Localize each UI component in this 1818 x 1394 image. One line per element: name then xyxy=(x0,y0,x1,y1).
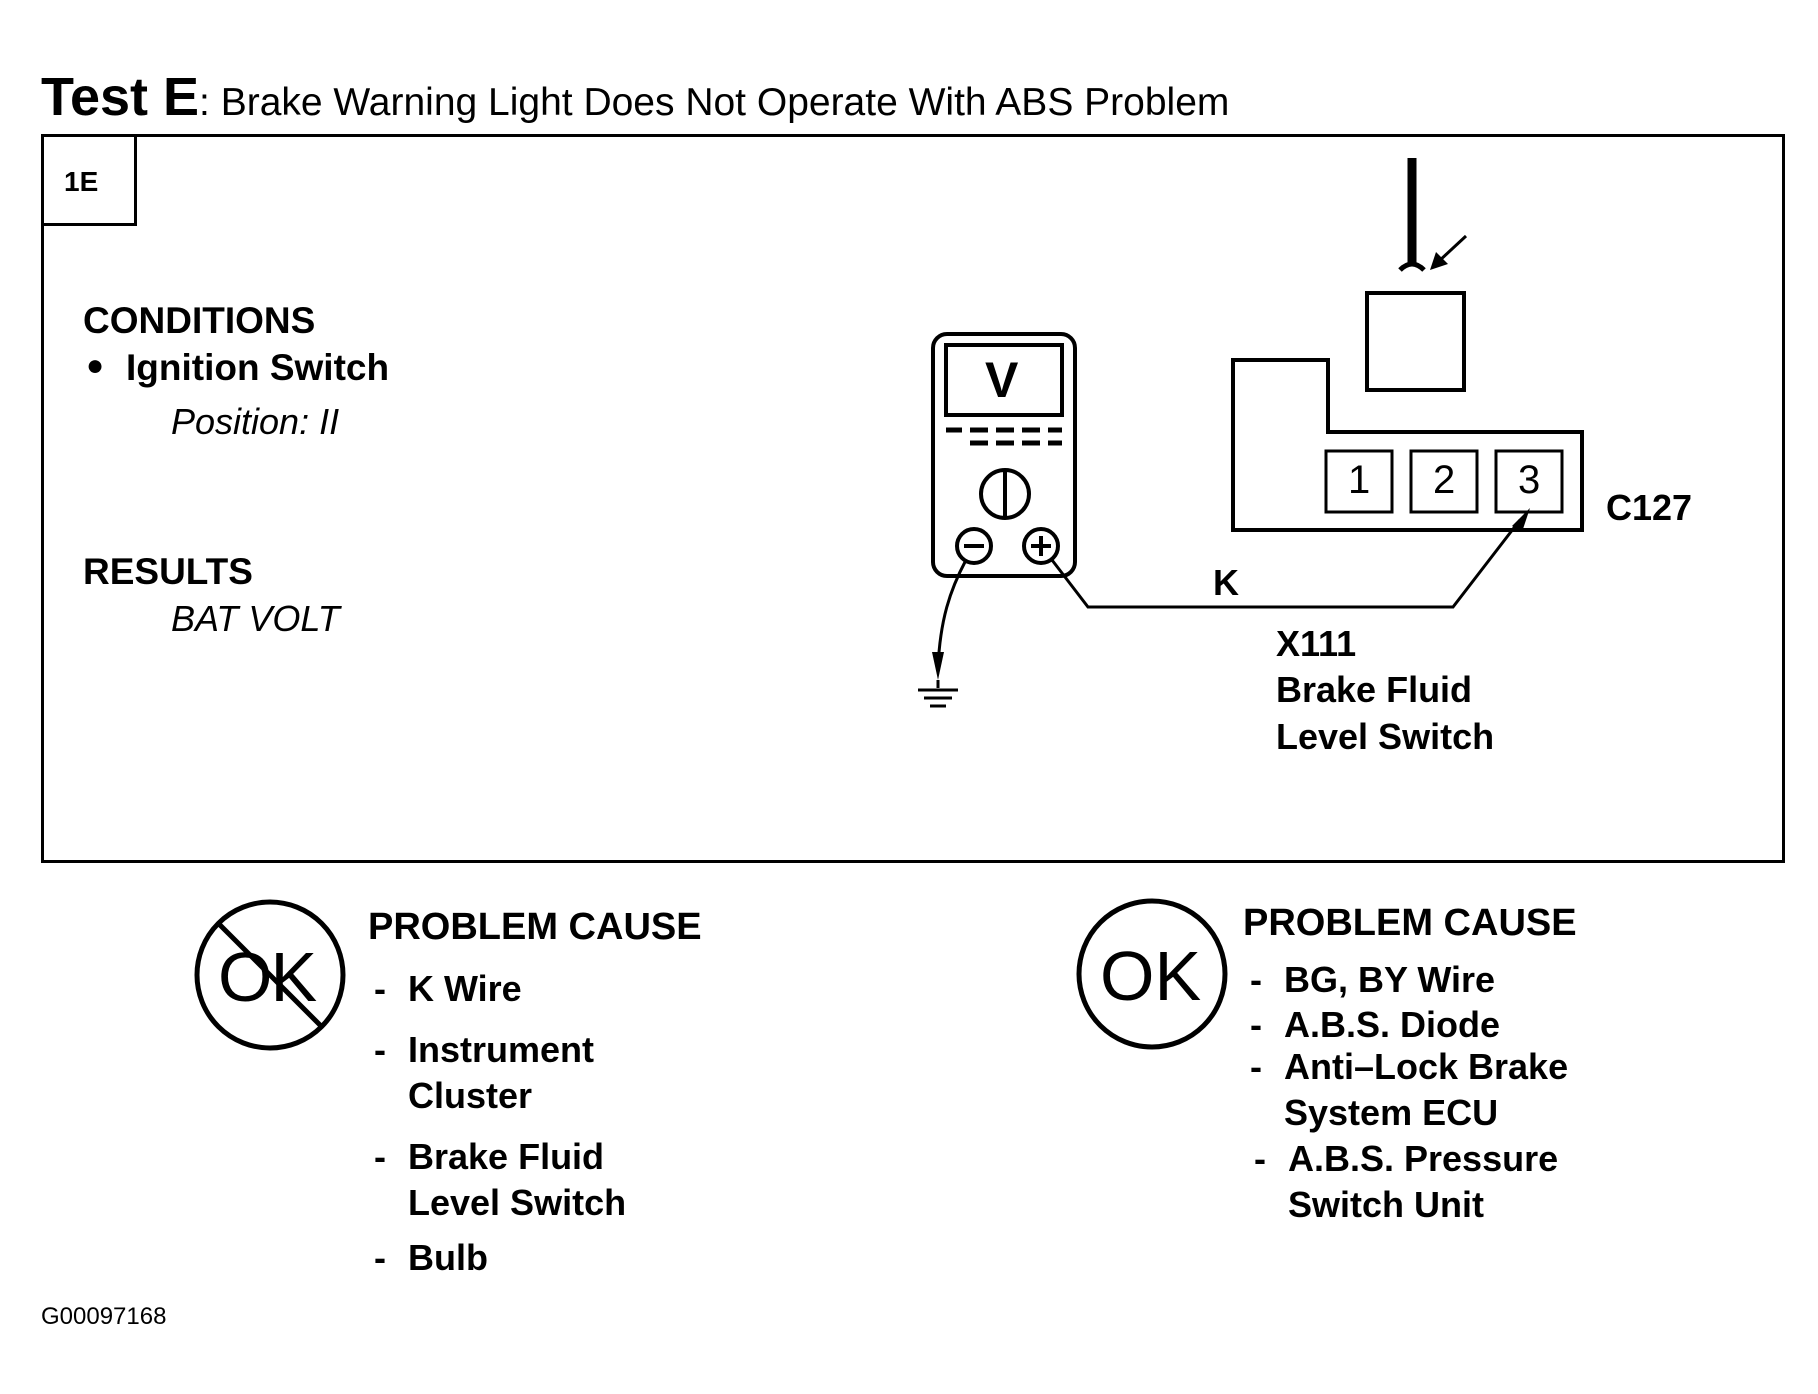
connector-label: C127 xyxy=(1606,487,1693,528)
ok-cause-2-line1: A.B.S. Diode xyxy=(1284,1004,1501,1045)
pin-1-box xyxy=(1324,449,1394,514)
results-value: BAT VOLT xyxy=(171,598,340,639)
conditions-heading: CONDITIONS xyxy=(83,300,316,341)
test-description: : Brake Warning Light Does Not Operate W… xyxy=(199,81,1230,124)
ok-cause-1-line1: BG, BY Wire xyxy=(1284,959,1496,1000)
ok-cause-3-line1: Anti–Lock Brake xyxy=(1284,1046,1569,1087)
not-ok-cause-4: -Bulb xyxy=(374,1237,488,1278)
wire-label: K xyxy=(1213,562,1239,603)
not-ok-cause-3: -Brake Fluid Level Switch xyxy=(374,1136,627,1223)
component-id: X111 xyxy=(1276,623,1357,664)
figure-id: G00097168 xyxy=(41,1303,167,1330)
not-ok-cause-2-line2: Cluster xyxy=(408,1075,533,1116)
component-name-line1: Brake Fluid xyxy=(1276,669,1473,710)
results-heading: RESULTS xyxy=(83,551,253,592)
test-panel xyxy=(41,134,1785,863)
negative-terminal-icon xyxy=(955,527,993,565)
pin-2-label: 2 xyxy=(1433,458,1456,502)
step-box xyxy=(41,134,137,226)
not-ok-cause-4-line1: Bulb xyxy=(408,1237,488,1278)
pin-1-label: 1 xyxy=(1348,458,1371,502)
ok-badge-ring xyxy=(1076,898,1228,1050)
not-ok-heading: PROBLEM CAUSE xyxy=(368,906,702,948)
ok-cause-1: -BG, BY Wire xyxy=(1250,959,1496,1000)
connector-c127 xyxy=(1231,358,1584,532)
ok-badge-text: OK xyxy=(1100,937,1202,1015)
not-ok-cause-3-line1: Brake Fluid xyxy=(408,1136,605,1177)
not-ok-badge-text: OK xyxy=(218,938,317,1016)
ground-icon xyxy=(918,680,958,708)
probe-block xyxy=(1365,291,1466,392)
not-ok-cause-1-line1: K Wire xyxy=(408,968,522,1009)
ok-cause-4-line1: A.B.S. Pressure xyxy=(1288,1138,1559,1179)
ok-cause-4: -A.B.S. Pressure Switch Unit xyxy=(1254,1138,1559,1225)
pin-3-box xyxy=(1494,449,1564,514)
test-name: Test E xyxy=(41,67,200,127)
positive-terminal-icon xyxy=(1022,527,1060,565)
voltmeter-segments xyxy=(946,427,1062,446)
not-ok-cause-1: -K Wire xyxy=(374,968,522,1009)
conditions-item: Ignition Switch xyxy=(126,347,390,388)
not-ok-cause-2: -Instrument Cluster xyxy=(374,1029,595,1116)
ok-cause-4-line2: Switch Unit xyxy=(1288,1184,1484,1225)
ok-heading: PROBLEM CAUSE xyxy=(1243,902,1577,944)
voltmeter-body xyxy=(931,332,1077,578)
pin-3-label: 3 xyxy=(1518,458,1541,502)
k-wire xyxy=(1050,519,1522,609)
voltmeter-symbol: V xyxy=(985,352,1019,408)
page-title: Test E: Brake Warning Light Does Not Ope… xyxy=(41,66,1229,128)
voltmeter-display xyxy=(944,343,1064,417)
ok-cause-2: -A.B.S. Diode xyxy=(1250,1004,1501,1045)
ok-cause-3: -Anti–Lock Brake System ECU xyxy=(1250,1046,1569,1133)
pin-2-box xyxy=(1409,449,1479,514)
probe-arrow xyxy=(1436,234,1468,264)
component-name-line2: Level Switch xyxy=(1276,716,1495,757)
not-ok-cause-3-line2: Level Switch xyxy=(408,1182,627,1223)
conditions-bullet: ● xyxy=(86,349,105,382)
conditions-detail: Position: II xyxy=(171,401,340,442)
step-label: 1E xyxy=(64,166,99,197)
ok-cause-3-line2: System ECU xyxy=(1284,1092,1499,1133)
not-ok-cause-2-line1: Instrument xyxy=(408,1029,595,1070)
not-ok-slash xyxy=(217,922,323,1028)
not-ok-badge-ring xyxy=(194,899,346,1051)
